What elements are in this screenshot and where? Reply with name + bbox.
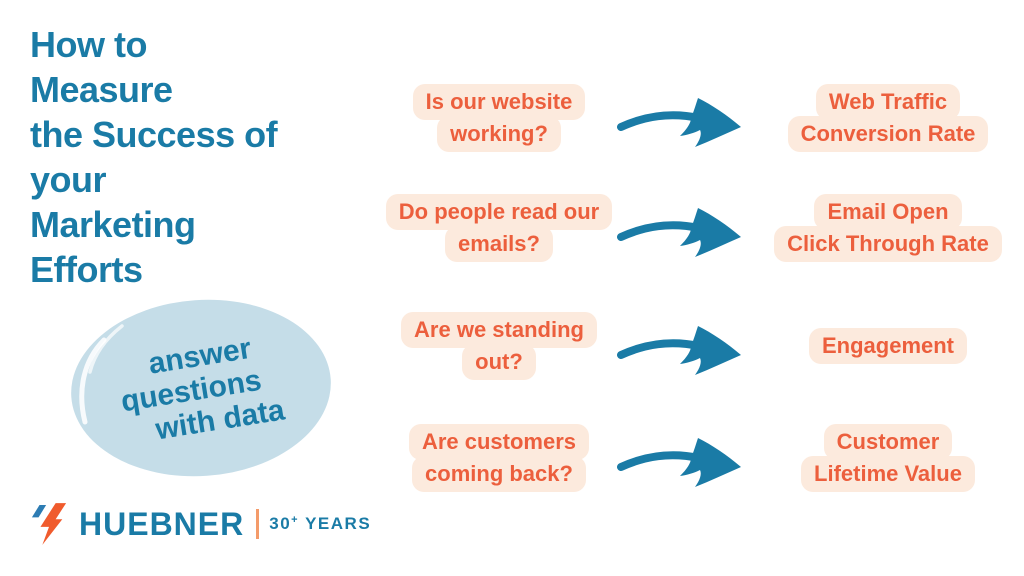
- arrow-right-icon: [615, 197, 750, 259]
- metric-box: Engagement: [766, 328, 1010, 364]
- answer-questions-blob: answer questions with data: [64, 296, 338, 482]
- logo-name: HUEBNER: [79, 505, 245, 542]
- metric-box: Email Open Click Through Rate: [766, 194, 1010, 262]
- title-line: the Success of: [30, 114, 278, 155]
- logo-divider: [256, 509, 260, 539]
- huebner-logo: HUEBNER 30+ YEARS: [30, 503, 371, 545]
- arrow-right-icon: [615, 427, 750, 489]
- question-line: working?: [437, 116, 561, 152]
- title-line: Efforts: [30, 249, 143, 290]
- question-line: Are customers: [408, 424, 590, 460]
- metric-line: Engagement: [808, 328, 968, 364]
- question-line: emails?: [445, 226, 553, 262]
- arrow-right-icon: [615, 87, 750, 149]
- blob-ellipse-shape: [71, 299, 331, 477]
- question-box: Do people read our emails?: [364, 194, 634, 262]
- mapping-row-standing-out: Are we standing out? Engagement: [360, 305, 1020, 387]
- arrow-right-icon: [615, 315, 750, 377]
- metric-line: Click Through Rate: [774, 226, 1002, 262]
- metric-box: Web Traffic Conversion Rate: [766, 84, 1010, 152]
- title-line: How to: [30, 24, 147, 65]
- tagline-word: YEARS: [305, 514, 372, 533]
- metric-line: Web Traffic: [815, 84, 961, 120]
- metric-line: Customer: [823, 424, 953, 460]
- mapping-row-customers: Are customers coming back? Customer Life…: [360, 417, 1020, 499]
- logo-tagline: 30+ YEARS: [269, 514, 371, 534]
- metric-line: Email Open: [814, 194, 962, 230]
- question-line: coming back?: [412, 456, 586, 492]
- metric-line: Lifetime Value: [801, 456, 975, 492]
- title-line: Marketing: [30, 204, 196, 245]
- title-line: Measure: [30, 69, 173, 110]
- question-line: Are we standing: [401, 312, 597, 348]
- metric-line: Conversion Rate: [787, 116, 989, 152]
- question-box: Are customers coming back?: [364, 424, 634, 492]
- page-title: How to Measure the Success of your Marke…: [30, 22, 278, 292]
- metric-box: Customer Lifetime Value: [766, 424, 1010, 492]
- question-line: Is our website: [412, 84, 586, 120]
- mapping-row-emails: Do people read our emails? Email Open Cl…: [360, 187, 1020, 269]
- tagline-plus: +: [291, 514, 300, 526]
- question-line: out?: [462, 344, 536, 380]
- question-line: Do people read our: [385, 194, 613, 230]
- title-line: your: [30, 159, 107, 200]
- question-box: Is our website working?: [364, 84, 634, 152]
- huebner-logo-mark-icon: [31, 503, 67, 545]
- question-box: Are we standing out?: [364, 312, 634, 380]
- tagline-number: 30: [269, 514, 292, 533]
- mapping-row-website: Is our website working? Web Traffic Conv…: [360, 77, 1020, 159]
